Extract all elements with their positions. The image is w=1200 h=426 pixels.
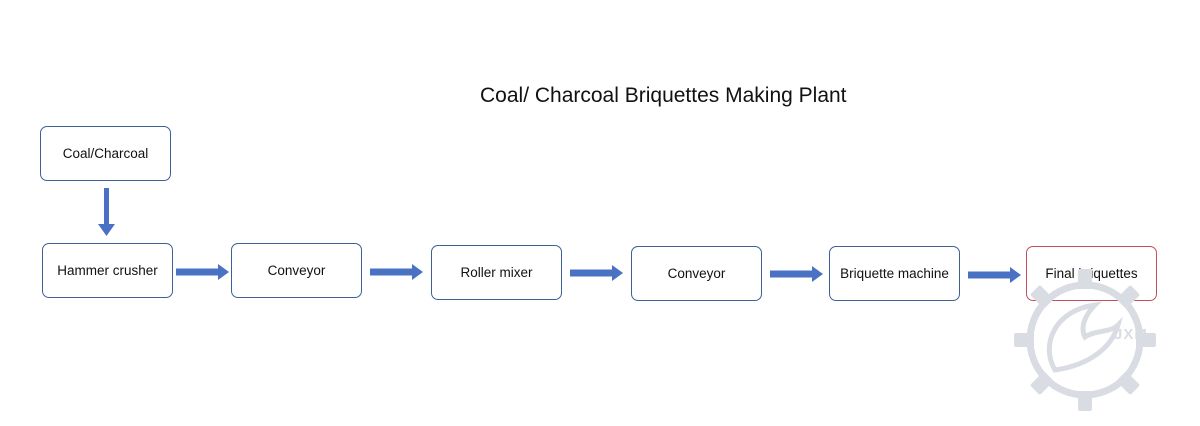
arrow-right (570, 265, 623, 281)
watermark-text: JXM (1114, 326, 1148, 343)
node-conveyor-2: Conveyor (631, 246, 762, 301)
node-label: Roller mixer (460, 265, 533, 280)
arrow-right (770, 266, 823, 282)
arrow-right (370, 264, 423, 280)
arrow-down (98, 188, 115, 236)
node-briquette-machine: Briquette machine (829, 246, 960, 301)
node-label: Conveyor (667, 266, 726, 281)
diagram-title: Coal/ Charcoal Briquettes Making Plant (480, 84, 847, 107)
node-roller-mixer: Roller mixer (431, 245, 562, 300)
arrow-right (176, 264, 229, 280)
node-final-briquettes: Final briquettes (1026, 246, 1157, 301)
node-conveyor-1: Conveyor (231, 243, 362, 298)
arrow-right (968, 267, 1021, 283)
node-label: Final briquettes (1045, 266, 1138, 281)
node-label: Coal/Charcoal (62, 146, 149, 161)
node-label: Hammer crusher (57, 263, 158, 278)
node-label: Briquette machine (840, 266, 949, 281)
node-label: Conveyor (267, 263, 326, 278)
node-coal-charcoal: Coal/Charcoal (40, 126, 171, 181)
node-hammer-crusher: Hammer crusher (42, 243, 173, 298)
